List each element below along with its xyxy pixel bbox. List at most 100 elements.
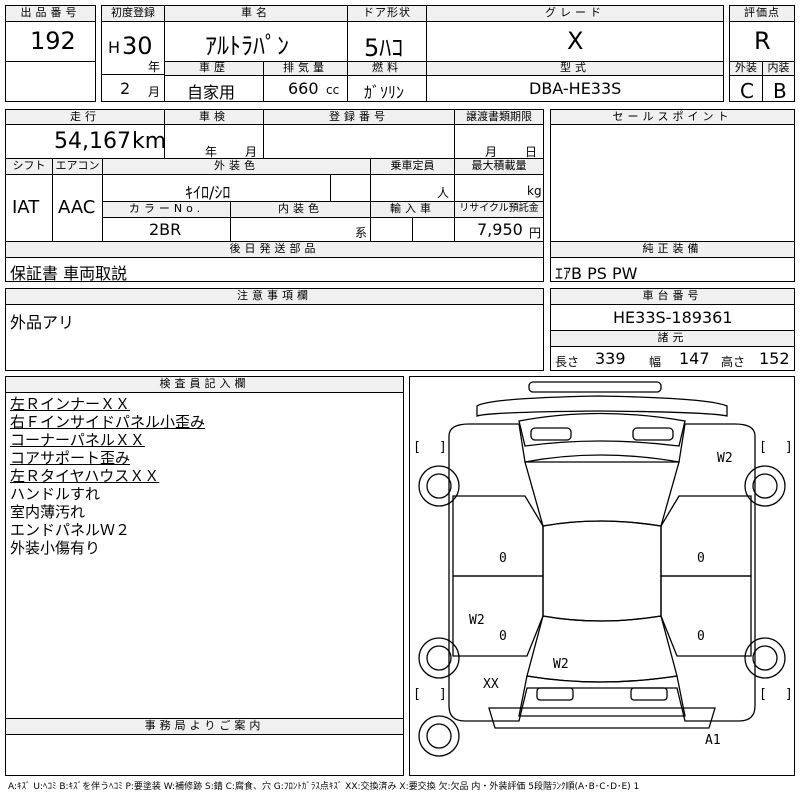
lot-number-blank <box>5 61 96 102</box>
mark-rear-left-corner: XX <box>483 677 499 692</box>
genuine-equipment-box: ｴｱB PS PW <box>550 257 795 283</box>
accessories: 保証書 車両取説 <box>10 264 128 283</box>
inspector-line: 外装小傷有り <box>10 539 101 557</box>
front-bumper <box>476 395 728 417</box>
lot-number-header: 出品番号 <box>5 5 96 22</box>
inspector-line: 左ＲインナーＸＸ <box>10 395 131 413</box>
overall-rating: R <box>754 27 771 55</box>
shift-header: シフト <box>5 158 53 175</box>
inspector-line: エンドパネルＷ２ <box>10 521 131 539</box>
rear-hatch <box>518 675 686 717</box>
grade-box: X <box>426 21 724 62</box>
wheel-front-left <box>418 465 460 507</box>
max-load-unit: kg <box>527 184 542 198</box>
mark-rear-bumper: A1 <box>705 733 721 748</box>
body-outline <box>448 423 756 722</box>
spare-wheel-inner <box>426 723 452 749</box>
width-label: 幅 <box>649 355 662 369</box>
history-header: 車歴 <box>164 61 264 76</box>
transfer-deadline-header: 譲渡書類期限 <box>454 109 544 125</box>
model-code-header: 型式 <box>426 61 724 76</box>
inspector-line: 左ＲタイヤハウスＸＸ <box>10 467 160 485</box>
grade: X <box>567 27 584 55</box>
mark-front-right: W2 <box>717 451 733 466</box>
lot-number: 192 <box>30 27 76 55</box>
inspector-line: 右Ｆインサイドパネル小歪み <box>10 413 206 431</box>
mark-rear: W2 <box>553 657 569 672</box>
first-reg-month-box: 2 月 <box>101 74 165 102</box>
exterior-color-header: 外装色 <box>102 158 371 175</box>
capacity-unit: 人 <box>437 186 450 200</box>
mileage: 54,167 <box>54 129 131 154</box>
windshield <box>524 454 680 527</box>
wheel-front-right <box>744 465 786 507</box>
rear-door-left <box>452 575 544 657</box>
interior-rating: B <box>773 79 787 103</box>
car-name-box: ｱﾙﾄﾗﾊﾟﾝ <box>164 21 348 62</box>
bracket-1: [ <box>413 440 421 455</box>
bracket-5: [ <box>413 687 421 702</box>
reg-year-unit: 年 <box>148 60 161 74</box>
chassis-number: HE33S-189361 <box>613 308 733 327</box>
inspection-month-unit: 月 <box>245 145 258 159</box>
front-light-right <box>632 427 674 441</box>
mileage-box: 54,167 km <box>5 124 166 159</box>
height-label: 高さ <box>721 355 746 369</box>
fuel-box: ｶﾞｿﾘﾝ <box>347 75 427 102</box>
capacity-box: 人 <box>370 174 455 202</box>
bracket-2: ] <box>439 440 447 455</box>
lot-number-box: 192 <box>5 21 96 62</box>
bracket-6: ] <box>439 687 447 702</box>
rear-door-right <box>660 575 752 657</box>
interior-color-unit: 系 <box>355 226 368 240</box>
model-code-box: DBA-HE33S <box>426 75 724 102</box>
displacement: 660 <box>288 79 319 98</box>
inspector-line: ハンドルすれ <box>10 485 101 503</box>
transfer-deadline-box: 月 日 <box>454 124 544 159</box>
interior-rating-box: B <box>762 75 795 103</box>
capacity-header: 乗車定員 <box>370 158 455 175</box>
era: H <box>108 38 121 57</box>
interior-color-box: 系 <box>230 217 371 242</box>
import-box-2 <box>412 217 455 242</box>
color-no-box: 2BR <box>102 217 231 242</box>
chassis-number-header: 車台番号 <box>550 288 795 305</box>
inspector-line: コーナーパネルＸＸ <box>10 431 145 449</box>
displacement-box: 660 cc <box>263 75 348 102</box>
dimensions-box: 長さ 339 幅 147 高さ 152 <box>550 346 795 371</box>
max-load-box: kg <box>454 174 544 202</box>
wheel-rear-right <box>744 637 786 679</box>
wheel-rear-right-inner <box>752 645 778 671</box>
history-box: 自家用 <box>164 75 264 102</box>
aircon-box: AAC <box>52 174 103 242</box>
reg-year: 30 <box>122 32 153 60</box>
door-type: 5ﾊｺ <box>364 34 404 62</box>
exterior-color-box: ｷｲﾛ/ｼﾛ <box>102 174 331 202</box>
notes-box: 外品アリ <box>5 304 544 371</box>
wheel-rear-left <box>418 637 460 679</box>
front-light-left <box>530 427 572 441</box>
vehicle-history: 自家用 <box>187 83 236 102</box>
shift: IAT <box>12 197 40 218</box>
car-name: ｱﾙﾄﾗﾊﾟﾝ <box>205 32 289 60</box>
zero-4: 0 <box>697 629 705 644</box>
first-reg-header: 初度登録 <box>101 5 165 22</box>
rating-box: R <box>729 21 795 62</box>
reg-month-unit: 月 <box>148 85 161 99</box>
accessories-header: 後日発送部品 <box>5 241 544 258</box>
inspector-line: コアサポート歪み <box>10 449 131 467</box>
reg-month: 2 <box>120 79 131 98</box>
roof <box>542 520 662 622</box>
mark-rear-left: W2 <box>469 613 485 628</box>
notes-header: 注意事項欄 <box>5 288 544 305</box>
chassis-number-box: HE33S-189361 <box>550 304 795 331</box>
color-no-header: カラーNo. <box>102 201 231 218</box>
registration-header: 登録番号 <box>263 109 455 125</box>
mileage-header: 走行 <box>5 109 165 125</box>
car-diagram: [ ] [ ] [ ] [ ] W2 W2 W2 XX A1 0 0 0 0 <box>413 381 793 757</box>
displacement-header: 排気量 <box>263 61 348 76</box>
zero-3: 0 <box>499 629 507 644</box>
inspector-line: 室内薄汚れ <box>10 503 86 521</box>
